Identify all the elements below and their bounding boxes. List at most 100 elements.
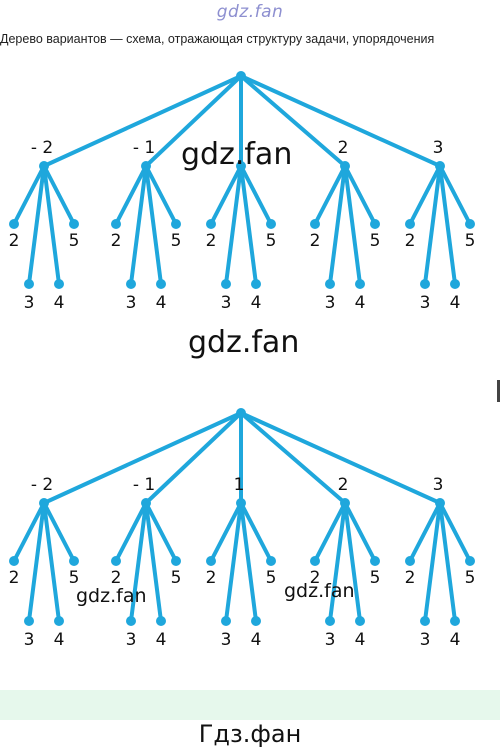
tree-leaf-node xyxy=(405,556,415,566)
caption-text: Дерево вариантов — схема, отражающая стр… xyxy=(0,32,435,46)
watermark-tree2-left: gdz.fan xyxy=(76,585,147,607)
tree-edge xyxy=(42,74,243,168)
tree-leaf-node xyxy=(24,616,34,626)
leaf-label: 2 xyxy=(111,568,122,588)
branch-label: - 2 xyxy=(31,138,53,158)
leaf-label: 4 xyxy=(450,293,461,313)
leaf-label: 3 xyxy=(221,630,232,650)
leaf-label: 2 xyxy=(9,231,20,251)
tree-edge xyxy=(239,501,273,563)
tree-edge xyxy=(438,164,472,226)
tree-leaf-node xyxy=(420,616,430,626)
tree-leaf-node xyxy=(465,556,475,566)
tree-edge xyxy=(438,501,472,563)
tree-leaf-node xyxy=(405,219,415,229)
leaf-label: 5 xyxy=(465,568,476,588)
leaf-label: 4 xyxy=(54,293,65,313)
tree-edge xyxy=(42,501,61,623)
leaf-label: 5 xyxy=(266,231,277,251)
tree-edge xyxy=(209,164,243,226)
footer-text: Гдз.фан xyxy=(198,720,302,748)
leaf-label: 3 xyxy=(325,630,336,650)
tree-edge xyxy=(328,164,347,286)
tree-edge xyxy=(12,501,46,563)
tree-leaf-node xyxy=(221,279,231,289)
leaf-label: 2 xyxy=(111,231,122,251)
tree-edge xyxy=(423,164,442,286)
leaf-label: 5 xyxy=(69,568,80,588)
tree-edge xyxy=(12,164,46,226)
tree-nodes xyxy=(9,71,475,289)
branch-label: 2 xyxy=(338,138,349,158)
tree-edge xyxy=(239,164,273,226)
tree-edge xyxy=(144,411,243,505)
branch-label: 2 xyxy=(338,475,349,495)
branch-label: - 1 xyxy=(133,475,155,495)
tree-branch-node xyxy=(236,161,246,171)
watermark-tree1: gdz.fan xyxy=(181,137,293,172)
branch-label: - 1 xyxy=(133,138,155,158)
tree-edges xyxy=(12,74,472,286)
tree-leaf-node xyxy=(156,279,166,289)
tree-edge xyxy=(313,164,347,226)
leaf-label: 5 xyxy=(370,231,381,251)
tree-edge xyxy=(438,501,457,623)
tree-leaf-node xyxy=(9,556,19,566)
tree-edge xyxy=(42,411,243,505)
leaf-label: 4 xyxy=(450,630,461,650)
tree-leaf-node xyxy=(54,616,64,626)
tree-edge xyxy=(42,501,76,563)
tree-leaf-node xyxy=(111,556,121,566)
tree-edge xyxy=(423,501,442,623)
leaf-label: 4 xyxy=(251,630,262,650)
footer-band xyxy=(0,690,500,720)
watermark-tree2-right: gdz.fan xyxy=(284,580,355,602)
tree-leaf-node xyxy=(420,279,430,289)
leaf-label: 5 xyxy=(370,568,381,588)
leaf-label: 4 xyxy=(251,293,262,313)
leaf-label: 2 xyxy=(206,231,217,251)
tree-edge xyxy=(343,164,362,286)
tree-edge xyxy=(27,501,46,623)
tree-leaf-node xyxy=(111,219,121,229)
tree-edge xyxy=(438,164,457,286)
tree-edge xyxy=(343,501,377,563)
leaf-label: 2 xyxy=(310,568,321,588)
tree-leaf-node xyxy=(54,279,64,289)
tree-leaf-node xyxy=(171,556,181,566)
tree-leaf-node xyxy=(325,279,335,289)
leaf-label: 2 xyxy=(310,231,321,251)
tree-edge xyxy=(42,164,61,286)
tree-leaf-node xyxy=(9,219,19,229)
tree-branch-node xyxy=(435,161,445,171)
tree-edge xyxy=(328,501,347,623)
tree-edge xyxy=(239,411,347,505)
tree-leaf-node xyxy=(310,219,320,229)
leaf-label: 4 xyxy=(54,630,65,650)
tree-edges xyxy=(12,411,472,623)
tree-branch-node xyxy=(141,498,151,508)
tree-leaf-node xyxy=(206,556,216,566)
tree-edge xyxy=(343,164,377,226)
tree-edge xyxy=(239,74,347,168)
leaf-label: 3 xyxy=(420,630,431,650)
tree-branch-node xyxy=(340,161,350,171)
leaf-label: 2 xyxy=(206,568,217,588)
tree-leaf-node xyxy=(266,556,276,566)
branch-label: 3 xyxy=(433,475,444,495)
tree-branch-node xyxy=(39,498,49,508)
leaf-label: 5 xyxy=(465,231,476,251)
tree-edge xyxy=(144,501,178,563)
tree-edge xyxy=(129,501,148,623)
tree-leaf-node xyxy=(370,556,380,566)
branch-label: 3 xyxy=(433,138,444,158)
watermark-top: gdz.fan xyxy=(216,2,284,22)
leaf-label: 4 xyxy=(355,630,366,650)
tree-edge xyxy=(144,501,163,623)
tree-edge xyxy=(144,164,163,286)
tree-branch-node xyxy=(435,498,445,508)
tree-edge xyxy=(239,74,442,168)
tree-edge xyxy=(144,164,178,226)
